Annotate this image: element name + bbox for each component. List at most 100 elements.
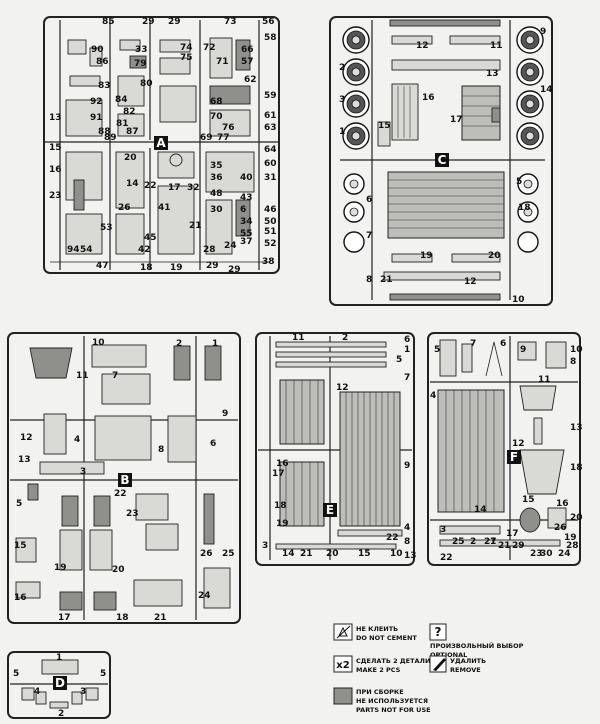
part-number: 13 bbox=[570, 423, 583, 433]
make-two-symbol: x2 bbox=[336, 660, 349, 671]
part-number: 25 bbox=[222, 549, 235, 559]
part-number: 13 bbox=[18, 455, 31, 465]
legend-optional-ru: ПРОИЗВОЛЬНЫЙ ВЫБОР bbox=[430, 641, 524, 650]
part-number: 4 bbox=[34, 687, 40, 697]
sprue-c bbox=[329, 16, 553, 306]
part-number: 60 bbox=[264, 159, 277, 169]
part-number: 19 bbox=[564, 533, 577, 543]
part-number: 21 bbox=[498, 541, 511, 551]
part-number: 64 bbox=[264, 145, 277, 155]
make-two-icon: x2 bbox=[333, 655, 353, 673]
part-number: 52 bbox=[264, 239, 277, 249]
part-number: 22 bbox=[386, 533, 399, 543]
part-number: 14 bbox=[282, 549, 295, 559]
part-number: 79 bbox=[134, 59, 147, 69]
part-number: 41 bbox=[158, 203, 171, 213]
part-number: 6 bbox=[366, 195, 372, 205]
part-number: 28 bbox=[566, 541, 579, 551]
part-number: 3 bbox=[80, 687, 86, 697]
part-number: 5 bbox=[100, 669, 106, 679]
part-number: 3 bbox=[440, 525, 446, 535]
part-number: 20 bbox=[124, 153, 137, 163]
part-number: 7 bbox=[470, 339, 476, 349]
part-number: 33 bbox=[135, 45, 148, 55]
legend-not-for-use-ru-1: ПРИ СБОРКЕ bbox=[356, 688, 404, 696]
part-number: 24 bbox=[224, 241, 237, 251]
part-number: 23 bbox=[126, 509, 139, 519]
part-number: 31 bbox=[264, 173, 277, 183]
legend: НЕ КЛЕИТЬ DO NOT CEMENT ? ПРОИЗВОЛЬНЫЙ В… bbox=[333, 623, 524, 714]
part-number: 2 bbox=[339, 63, 345, 73]
sprue-b bbox=[7, 332, 241, 624]
part-number: 3 bbox=[80, 467, 86, 477]
part-number: 69 bbox=[200, 133, 213, 143]
part-number: 1 bbox=[212, 339, 218, 349]
part-number: 18 bbox=[570, 463, 583, 473]
part-number: 12 bbox=[20, 433, 33, 443]
part-number: 9 bbox=[404, 461, 410, 471]
part-number: 70 bbox=[210, 112, 223, 122]
remove-knife-icon bbox=[429, 655, 447, 673]
part-number: 30 bbox=[210, 205, 223, 215]
part-number: 17 bbox=[272, 469, 285, 479]
part-number: 21 bbox=[154, 613, 167, 623]
part-number: 1 bbox=[490, 537, 496, 547]
part-number: 87 bbox=[126, 127, 139, 137]
part-number: 1 bbox=[339, 127, 345, 137]
part-number: 19 bbox=[420, 251, 433, 261]
legend-remove-en: REMOVE bbox=[450, 666, 481, 674]
part-number: 15 bbox=[378, 121, 391, 131]
part-number: 72 bbox=[203, 43, 216, 53]
legend-optional-en: OPTIONAL bbox=[430, 651, 467, 659]
part-number: 10 bbox=[92, 338, 105, 348]
part-number: 48 bbox=[210, 189, 223, 199]
part-number: 19 bbox=[276, 519, 289, 529]
part-number: 59 bbox=[264, 91, 277, 101]
part-number: 2 bbox=[58, 709, 64, 719]
part-number: 11 bbox=[538, 375, 551, 385]
part-number: 73 bbox=[224, 17, 237, 27]
part-number: 7 bbox=[366, 231, 372, 241]
part-number: 24 bbox=[558, 549, 571, 559]
part-number: 11 bbox=[490, 41, 503, 51]
sprue-b-part-numbers: 10 2 1 11 7 9 12 4 3 13 8 6 22 5 23 15 1… bbox=[14, 338, 235, 623]
part-number: 22 bbox=[144, 181, 157, 191]
part-number: 35 bbox=[210, 161, 223, 171]
part-number: 1 bbox=[56, 653, 62, 663]
part-number: 36 bbox=[210, 173, 223, 183]
part-number: 24 bbox=[198, 591, 211, 601]
part-number: 5 bbox=[434, 345, 440, 355]
part-number: 29 bbox=[142, 17, 155, 27]
part-number: 80 bbox=[140, 79, 153, 89]
part-number: 13 bbox=[49, 113, 62, 123]
part-number: 17 bbox=[506, 529, 519, 539]
part-number: 18 bbox=[116, 613, 129, 623]
part-number: 68 bbox=[210, 97, 223, 107]
part-number: 46 bbox=[264, 205, 277, 215]
part-number: 5 bbox=[16, 499, 22, 509]
part-number: 12 bbox=[416, 41, 429, 51]
part-number: 14 bbox=[126, 179, 139, 189]
part-number: 34 bbox=[240, 217, 253, 227]
part-number: 76 bbox=[222, 123, 235, 133]
part-number: 10 bbox=[512, 295, 525, 305]
sprue-d-tag: D bbox=[53, 676, 67, 690]
part-number: 75 bbox=[180, 53, 193, 63]
sprue-c-letter: C bbox=[438, 153, 447, 167]
part-number: 26 bbox=[200, 549, 213, 559]
part-number: 56 bbox=[262, 17, 275, 27]
part-number: 54 bbox=[80, 245, 93, 255]
part-number: 86 bbox=[96, 57, 109, 67]
sprue-c-part-numbers: 9 12 11 2 13 14 16 15 17 3 1 5 18 6 7 19… bbox=[339, 27, 553, 305]
part-number: 15 bbox=[522, 495, 535, 505]
part-number: 27 bbox=[484, 537, 497, 547]
legend-not-for-use: ПРИ СБОРКЕ НЕ ИСПОЛЬЗУЕТСЯ PARTS NOT FOR… bbox=[333, 687, 431, 714]
part-number: 22 bbox=[440, 553, 453, 563]
part-number: 62 bbox=[244, 75, 257, 85]
part-number: 2 bbox=[342, 333, 348, 343]
question-mark-symbol: ? bbox=[435, 625, 442, 639]
legend-remove-ru: УДАЛИТЬ bbox=[450, 657, 486, 665]
part-number: 12 bbox=[336, 383, 349, 393]
sprue-f-tag: F bbox=[507, 450, 521, 464]
